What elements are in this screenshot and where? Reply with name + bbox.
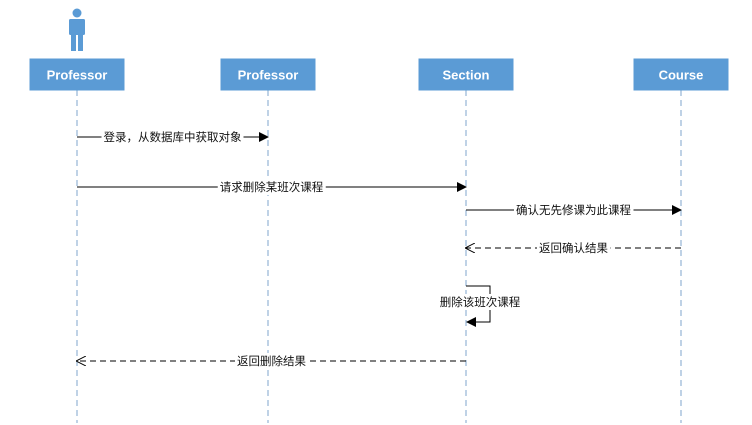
message-4: 返回确认结果	[466, 240, 681, 256]
participant-p3: Section	[418, 58, 514, 91]
label-background	[514, 202, 634, 218]
message-label: 返回删除结果	[237, 354, 306, 368]
message-1: 登录，从数据库中获取对象	[77, 129, 269, 145]
label-background	[437, 294, 523, 310]
message-3: 确认无先修课为此课程	[466, 202, 682, 218]
message-label: 返回确认结果	[539, 241, 608, 255]
participant-box	[633, 58, 729, 91]
lifelines	[76, 90, 682, 423]
message-label: 确认无先修课为此课程	[516, 203, 631, 217]
participant-headers: Professor Professor Section Course	[29, 8, 729, 91]
label-background	[217, 179, 326, 195]
participant-label: Section	[443, 68, 490, 83]
participant-label: Course	[659, 68, 704, 83]
participant-label: Professor	[47, 68, 108, 83]
messages: 登录，从数据库中获取对象请求删除某班次课程确认无先修课为此课程返回确认结果删除该…	[77, 129, 682, 369]
participant-p4: Course	[633, 58, 729, 91]
message-5: 删除该班次课程	[437, 285, 523, 327]
participant-label: Professor	[238, 68, 299, 83]
person-icon	[69, 8, 85, 51]
message-6: 返回删除结果	[77, 353, 466, 369]
label-background	[235, 353, 309, 369]
message-label: 删除该班次课程	[440, 295, 521, 309]
participant-box	[220, 58, 316, 91]
participant-p1: Professor	[29, 58, 125, 91]
label-background	[537, 240, 611, 256]
participant-box	[418, 58, 514, 91]
message-label: 登录，从数据库中获取对象	[104, 130, 242, 144]
participant-p2: Professor	[220, 58, 316, 91]
message-label: 请求删除某班次课程	[220, 180, 324, 194]
participant-box	[29, 58, 125, 91]
label-background	[101, 129, 244, 145]
message-2: 请求删除某班次课程	[77, 179, 467, 195]
